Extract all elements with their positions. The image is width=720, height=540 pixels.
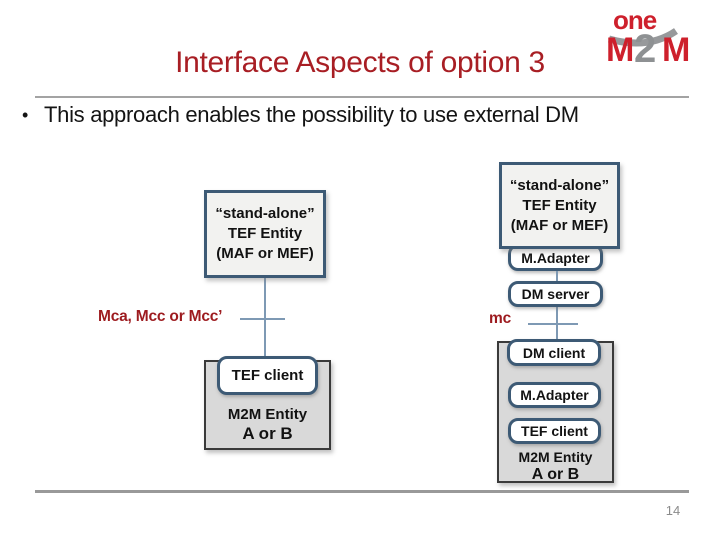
m2m-entity-right-subtitle: A or B bbox=[531, 466, 580, 483]
connector-right-tick bbox=[528, 323, 578, 325]
dm-server-box: DM server bbox=[508, 281, 603, 307]
m2m-entity-left-title: M2M Entity bbox=[227, 406, 308, 423]
dm-client-box: DM client bbox=[507, 339, 601, 366]
m2m-entity-left-subtitle: A or B bbox=[242, 424, 293, 443]
tef-entity-left-line2: TEF Entity bbox=[227, 225, 303, 242]
tef-entity-right-line3: (MAF or MEF) bbox=[510, 216, 609, 234]
logo-swoosh-icon bbox=[608, 28, 678, 47]
tef-entity-left-line3: (MAF or MEF) bbox=[216, 245, 314, 262]
onem2m-logo: M 2 M one bbox=[606, 5, 690, 65]
page-number: 14 bbox=[665, 503, 681, 518]
logo-m-left: M bbox=[606, 31, 634, 65]
logo-m-right: M bbox=[662, 31, 690, 65]
tef-entity-left-line1: “stand-alone” bbox=[215, 205, 315, 222]
tef-entity-box-right: “stand-alone” TEF Entity (MAF or MEF) bbox=[499, 162, 620, 249]
bullet-marker: • bbox=[22, 105, 29, 125]
logo-one: one bbox=[613, 5, 657, 35]
connector-right-vertical-1 bbox=[556, 271, 558, 282]
tef-client-box-right: TEF client bbox=[508, 418, 601, 444]
page-title: Interface Aspects of option 3 bbox=[175, 46, 545, 79]
title-divider bbox=[35, 96, 689, 98]
bullet-text: This approach enables the possibility to… bbox=[44, 102, 579, 127]
interface-label-mc: mc bbox=[489, 310, 512, 327]
m2m-entity-right-title: M2M Entity bbox=[518, 449, 593, 465]
connector-right-vertical-2 bbox=[556, 307, 558, 342]
tef-client-box-left: TEF client bbox=[217, 356, 318, 395]
tef-entity-right-line1: “stand-alone” bbox=[509, 176, 610, 194]
tef-entity-right-line2: TEF Entity bbox=[522, 196, 597, 214]
m-adapter-box-bottom: M.Adapter bbox=[508, 382, 601, 408]
bullet-item: • This approach enables the possibility … bbox=[22, 102, 714, 128]
logo-two: 2 bbox=[634, 27, 656, 65]
connector-left-tick bbox=[240, 318, 285, 320]
footer-divider bbox=[35, 490, 689, 493]
interface-label-mca: Mca, Mcc or Mcc’ bbox=[98, 308, 223, 325]
tef-entity-box-left: “stand-alone” TEF Entity (MAF or MEF) bbox=[204, 190, 326, 278]
